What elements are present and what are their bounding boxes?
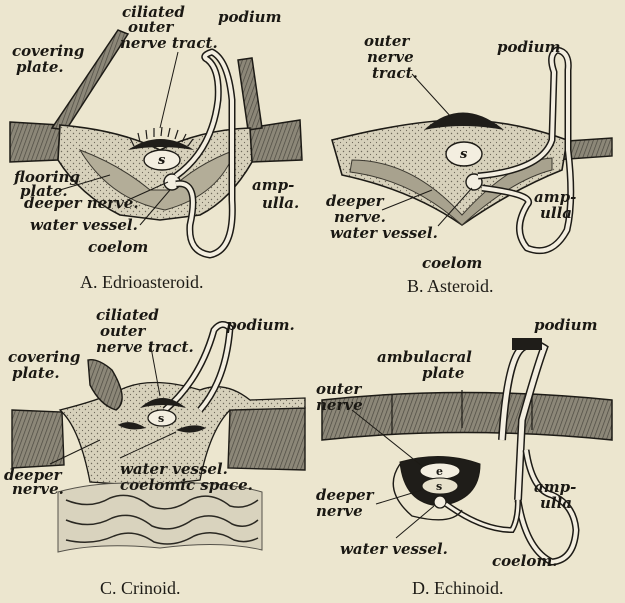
ambulacral-plate-band — [322, 393, 612, 441]
label-podium: podium. — [226, 318, 295, 332]
label-coelom: coelom. — [492, 554, 557, 568]
label-coelom: coelom — [422, 256, 482, 270]
label-water-vessel: water vessel. — [330, 226, 438, 240]
label-s: s — [436, 480, 442, 494]
label-deeper: deeper — [326, 194, 384, 208]
label-water-vessel: water vessel. — [30, 218, 138, 232]
panel-echinoid: podium ambulacral plate outer nerve e s … — [312, 300, 625, 603]
water-vessel — [434, 496, 446, 508]
label-nerve-tract: nerve tract. — [96, 340, 194, 354]
label-tract: tract. — [372, 66, 418, 80]
label-podium: podium — [497, 40, 560, 54]
label-nerve-tract: nerve tract. — [120, 36, 218, 50]
label-outer: outer — [100, 324, 145, 338]
label-outer: outer — [316, 382, 361, 396]
label-ambulacral: ambulacral — [377, 350, 472, 364]
label-amp: amp- — [252, 178, 294, 192]
label-outer: outer — [364, 34, 409, 48]
label-water-vessel: water vessel. — [340, 542, 448, 556]
label-coelom: coelom — [88, 240, 148, 254]
label-e: e — [436, 465, 443, 479]
label-ulla: ulla — [540, 496, 572, 510]
panel-asteroid: outer nerve tract. podium s deeper nerve… — [312, 0, 625, 300]
label-plate: plate — [422, 366, 464, 380]
label-podium: podium — [218, 10, 281, 24]
label-outer-nerve: nerve — [316, 398, 363, 412]
label-plate: plate. — [12, 366, 60, 380]
caption-crinoid: C. Crinoid. — [100, 578, 181, 599]
label-covering: covering — [12, 44, 84, 58]
label-deeper-nerve: nerve. — [334, 210, 386, 224]
label-ciliated: ciliated — [122, 5, 185, 19]
label-deeper: deeper — [316, 488, 374, 502]
label-plate: plate. — [16, 60, 64, 74]
label-deeper-nerve: nerve — [316, 504, 363, 518]
label-covering: covering — [8, 350, 80, 364]
label-water-vessel: water vessel. — [120, 462, 228, 476]
label-ulla: ulla. — [262, 196, 299, 210]
label-amp: amp- — [534, 480, 576, 494]
panel-edrioasteroid: ciliated outer nerve tract. covering pla… — [0, 0, 312, 300]
caption-edrioasteroid: A. Edrioasteroid. — [80, 272, 203, 293]
label-deeper-nerve: deeper nerve. — [24, 196, 139, 210]
label-ciliated: ciliated — [96, 308, 159, 322]
label-s: s — [460, 148, 467, 162]
label-outer: outer — [128, 20, 173, 34]
label-deeper-nerve: nerve. — [12, 482, 64, 496]
label-amp: amp- — [534, 190, 576, 204]
label-coelomic-space: coelomic space. — [120, 478, 253, 492]
caption-asteroid: B. Asteroid. — [407, 276, 494, 297]
label-podium: podium — [534, 318, 597, 332]
label-s: s — [158, 412, 164, 426]
label-ulla: ulla — [540, 206, 572, 220]
panel-crinoid: ciliated outer nerve tract. podium. cove… — [0, 300, 312, 603]
caption-echinoid: D. Echinoid. — [412, 578, 504, 599]
label-s: s — [158, 154, 165, 168]
label-nerve: nerve — [367, 50, 414, 64]
